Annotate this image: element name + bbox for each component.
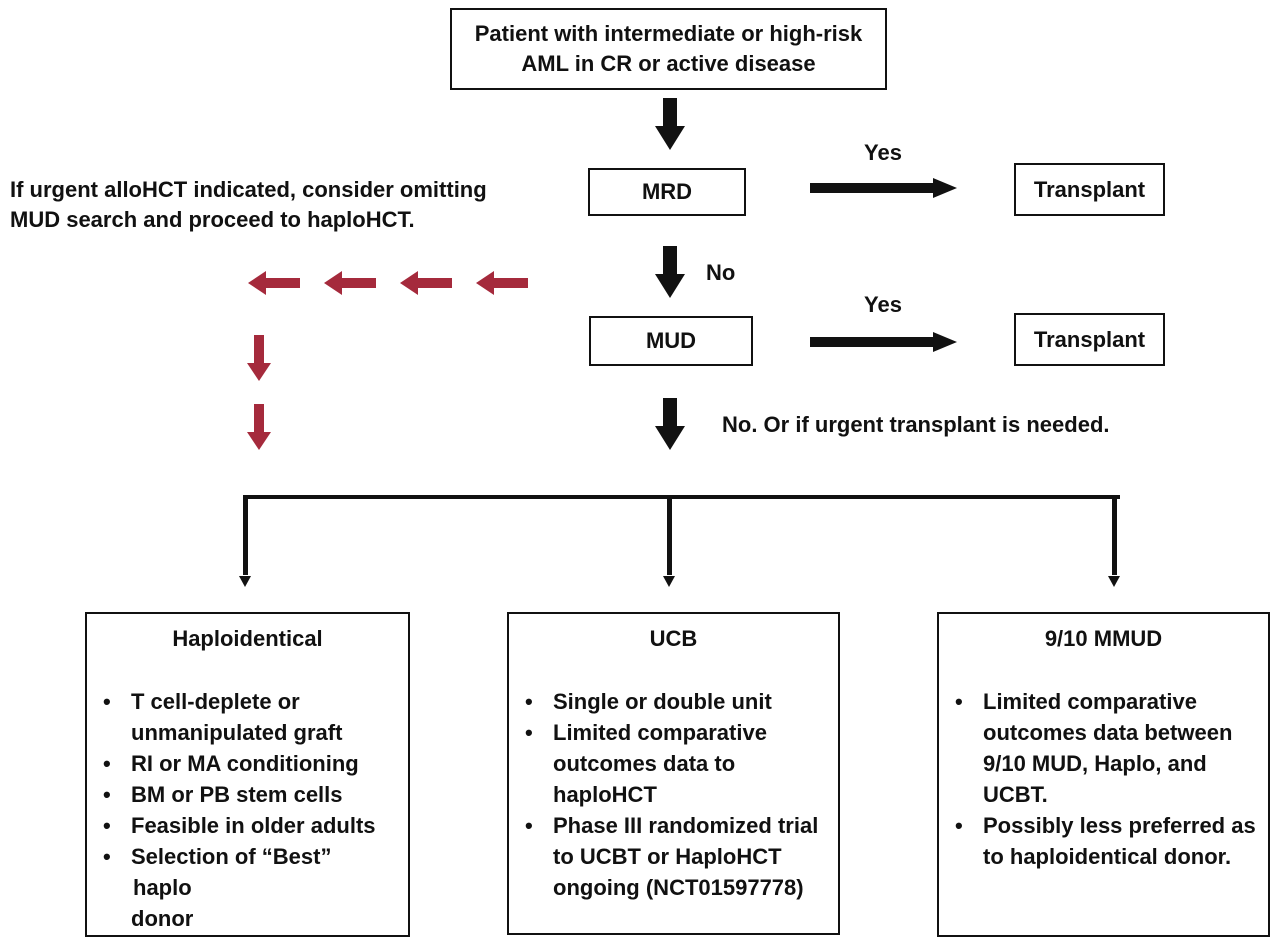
branch-arrow-ucb bbox=[663, 495, 675, 587]
yes-label-bottom: Yes bbox=[864, 292, 902, 317]
item-text: haploHCT bbox=[553, 782, 657, 807]
start-box-line1: Patient with intermediate or high-risk bbox=[474, 21, 863, 46]
urgent-note-line1: If urgent alloHCT indicated, consider om… bbox=[10, 177, 487, 202]
list-item: BM or PB stem cells bbox=[103, 779, 398, 810]
mud-label: MUD bbox=[645, 328, 697, 353]
item-text: donor bbox=[131, 906, 194, 931]
arrow-start-to-mrd bbox=[655, 98, 685, 150]
item-text: Feasible in older adults bbox=[131, 813, 376, 838]
urgent-note: If urgent alloHCT indicated, consider om… bbox=[10, 175, 487, 235]
panel-haploidentical: Haploidentical T cell-deplete or unmanip… bbox=[85, 612, 410, 937]
urgent-arrow-left-4 bbox=[248, 271, 300, 295]
item-text: RI or MA conditioning bbox=[131, 751, 359, 776]
mrd-label: MRD bbox=[641, 179, 693, 204]
panel-haplo-list: T cell-deplete or unmanipulated graft RI… bbox=[87, 686, 408, 934]
list-item: Possibly less preferred as to haploident… bbox=[955, 810, 1258, 872]
yes-label-top: Yes bbox=[864, 140, 902, 165]
item-text: outcomes data between bbox=[983, 720, 1233, 745]
transplant-bottom-label: Transplant bbox=[1033, 326, 1146, 352]
urgent-arrow-left-3 bbox=[324, 271, 376, 295]
item-text: to haploidentical donor. bbox=[983, 844, 1232, 869]
item-text: unmanipulated graft bbox=[131, 720, 343, 745]
list-item: T cell-deplete or unmanipulated graft bbox=[103, 686, 398, 748]
item-text: outcomes data to bbox=[553, 751, 736, 776]
list-item: Feasible in older adults bbox=[103, 810, 398, 841]
panel-haplo-title: Haploidentical bbox=[172, 626, 323, 651]
item-text: haplo bbox=[133, 875, 192, 900]
item-text: Possibly less preferred as bbox=[983, 813, 1256, 838]
list-item: Limited comparative outcomes data to hap… bbox=[525, 717, 828, 810]
urgent-arrow-left-2 bbox=[400, 271, 452, 295]
arrow-mrd-to-mud bbox=[655, 246, 685, 298]
branch-arrow-mmud bbox=[1108, 495, 1120, 587]
item-text: ongoing (NCT01597778) bbox=[553, 875, 804, 900]
list-item: Phase III randomized trial to UCBT or Ha… bbox=[525, 810, 828, 903]
item-text: 9/10 MUD, Haplo, and bbox=[983, 751, 1207, 776]
item-text: Selection of “Best” bbox=[131, 844, 332, 869]
transplant-box-bottom: Transplant bbox=[1014, 313, 1165, 366]
urgent-arrow-down-2 bbox=[247, 404, 271, 450]
list-item: Single or double unit bbox=[525, 686, 828, 717]
list-item: RI or MA conditioning bbox=[103, 748, 398, 779]
item-text: Phase III randomized trial bbox=[553, 813, 819, 838]
no-urgent-label: No. Or if urgent transplant is needed. bbox=[722, 412, 1110, 437]
urgent-note-line2: MUD search and proceed to haploHCT. bbox=[10, 207, 415, 232]
item-text: BM or PB stem cells bbox=[131, 782, 343, 807]
start-box-line2: AML in CR or active disease bbox=[521, 51, 816, 76]
list-item: Selection of “Best” haplo donor bbox=[103, 841, 398, 934]
arrow-mud-to-branch bbox=[655, 398, 685, 450]
no-label: No bbox=[706, 260, 736, 285]
panel-mmud-list: Limited comparative outcomes data betwee… bbox=[939, 686, 1268, 872]
item-text: to UCBT or HaploHCT bbox=[553, 844, 782, 869]
panel-mmud: 9/10 MMUD Limited comparative outcomes d… bbox=[937, 612, 1270, 937]
item-text: UCBT. bbox=[983, 782, 1048, 807]
item-text: T cell-deplete or bbox=[131, 689, 300, 714]
list-item: Limited comparative outcomes data betwee… bbox=[955, 686, 1258, 810]
urgent-arrow-down-1 bbox=[247, 335, 271, 381]
arrow-mud-to-transplant bbox=[810, 332, 957, 352]
start-box: Patient with intermediate or high-risk A… bbox=[450, 8, 887, 90]
panel-mmud-title: 9/10 MMUD bbox=[1044, 626, 1163, 651]
panel-ucb-list: Single or double unit Limited comparativ… bbox=[509, 686, 838, 903]
item-text: Limited comparative bbox=[553, 720, 767, 745]
mrd-box: MRD bbox=[588, 168, 746, 216]
item-text: Single or double unit bbox=[553, 689, 772, 714]
branch-line bbox=[245, 495, 1120, 499]
urgent-arrows bbox=[247, 271, 528, 450]
branch-arrow-haplo bbox=[239, 495, 251, 587]
panel-ucb: UCB Single or double unit Limited compar… bbox=[507, 612, 840, 935]
transplant-top-label: Transplant bbox=[1033, 176, 1146, 202]
mud-box: MUD bbox=[589, 316, 753, 366]
item-text: Limited comparative bbox=[983, 689, 1197, 714]
urgent-arrow-left-1 bbox=[476, 271, 528, 295]
transplant-box-top: Transplant bbox=[1014, 163, 1165, 216]
arrow-mrd-to-transplant bbox=[810, 178, 957, 198]
panel-ucb-title: UCB bbox=[649, 626, 698, 651]
